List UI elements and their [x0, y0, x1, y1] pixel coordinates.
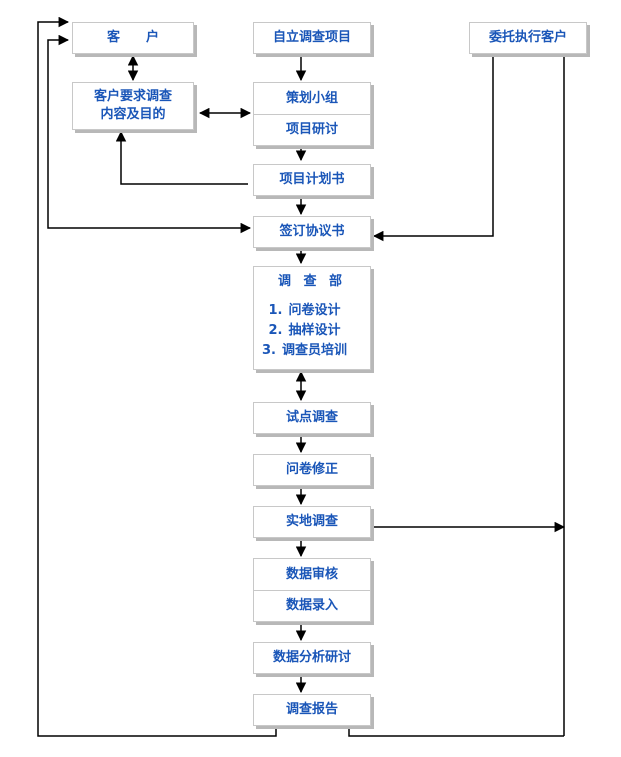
- survey-dept-task-number: 2.: [268, 323, 283, 338]
- node-data-review-label: 数据审核: [285, 566, 338, 582]
- node-data-analysis-label: 数据分析研讨: [272, 650, 351, 665]
- node-data-review-cell: 数据审核: [254, 559, 370, 590]
- node-agreement: 签订协议书: [253, 216, 371, 248]
- node-survey-report-label: 调查报告: [285, 702, 338, 717]
- node-field-survey: 实地调查: [253, 506, 371, 538]
- node-pilot-survey-label: 试点调查: [285, 410, 338, 425]
- node-field-survey-label: 实地调查: [285, 514, 338, 529]
- survey-dept-task-label: 问卷设计: [288, 303, 341, 318]
- node-data-entry-label: 数据录入: [285, 598, 338, 614]
- arrow-client-agreement: [47, 34, 252, 234]
- survey-dept-task-label: 抽样设计: [288, 323, 341, 338]
- node-commission-client: 委托执行客户: [469, 22, 587, 54]
- survey-dept-task-list: 1. 问卷设计 2. 抽样设计 3. 调查员培训: [254, 301, 347, 361]
- arrow-report-client: [37, 16, 277, 737]
- node-data-processing: 数据审核 数据录入: [253, 558, 371, 622]
- node-project-plan: 项目计划书: [253, 164, 371, 196]
- node-agreement-label: 签订协议书: [279, 224, 345, 239]
- survey-dept-task: 1. 问卷设计: [262, 301, 347, 321]
- arrow-plan-requirements: [115, 130, 248, 185]
- node-data-entry-cell: 数据录入: [254, 590, 370, 621]
- line-report-commission: [348, 726, 564, 737]
- node-project-plan-label: 项目计划书: [279, 172, 345, 187]
- node-planning-group-label: 策划小组: [285, 90, 338, 106]
- node-questionnaire-revision-label: 问卷修正: [285, 462, 338, 477]
- node-planning-group: 策划小组 项目研讨: [253, 82, 371, 146]
- node-project-discussion-cell: 项目研讨: [254, 114, 370, 145]
- node-self-project: 自立调查项目: [253, 22, 371, 54]
- node-commission-client-label: 委托执行客户: [488, 30, 567, 45]
- node-questionnaire-revision: 问卷修正: [253, 454, 371, 486]
- arrow-commission-agreement: [372, 56, 494, 242]
- node-client-requirements: 客户要求调查 内容及目的: [72, 82, 194, 130]
- survey-dept-task: 2. 抽样设计: [262, 321, 347, 341]
- survey-dept-task-label: 调查员培训: [281, 343, 347, 358]
- node-pilot-survey: 试点调查: [253, 402, 371, 434]
- node-client-label: 客 户: [106, 30, 159, 45]
- node-survey-dept-title: 调 查 部: [277, 274, 347, 289]
- node-survey-dept: 调 查 部 1. 问卷设计 2. 抽样设计 3. 调查员培训: [253, 266, 371, 370]
- node-client-requirements-line1: 客户要求调查: [93, 89, 172, 104]
- survey-dept-task: 3. 调查员培训: [262, 341, 347, 361]
- node-data-analysis: 数据分析研讨: [253, 642, 371, 674]
- node-client: 客 户: [72, 22, 194, 54]
- node-self-project-label: 自立调查项目: [272, 30, 351, 45]
- survey-dept-task-number: 3.: [262, 343, 276, 358]
- node-client-requirements-line2: 内容及目的: [100, 107, 166, 122]
- node-project-discussion-label: 项目研讨: [285, 122, 338, 138]
- node-survey-report: 调查报告: [253, 694, 371, 726]
- survey-dept-task-number: 1.: [268, 303, 283, 318]
- node-planning-group-cell: 策划小组: [254, 83, 370, 114]
